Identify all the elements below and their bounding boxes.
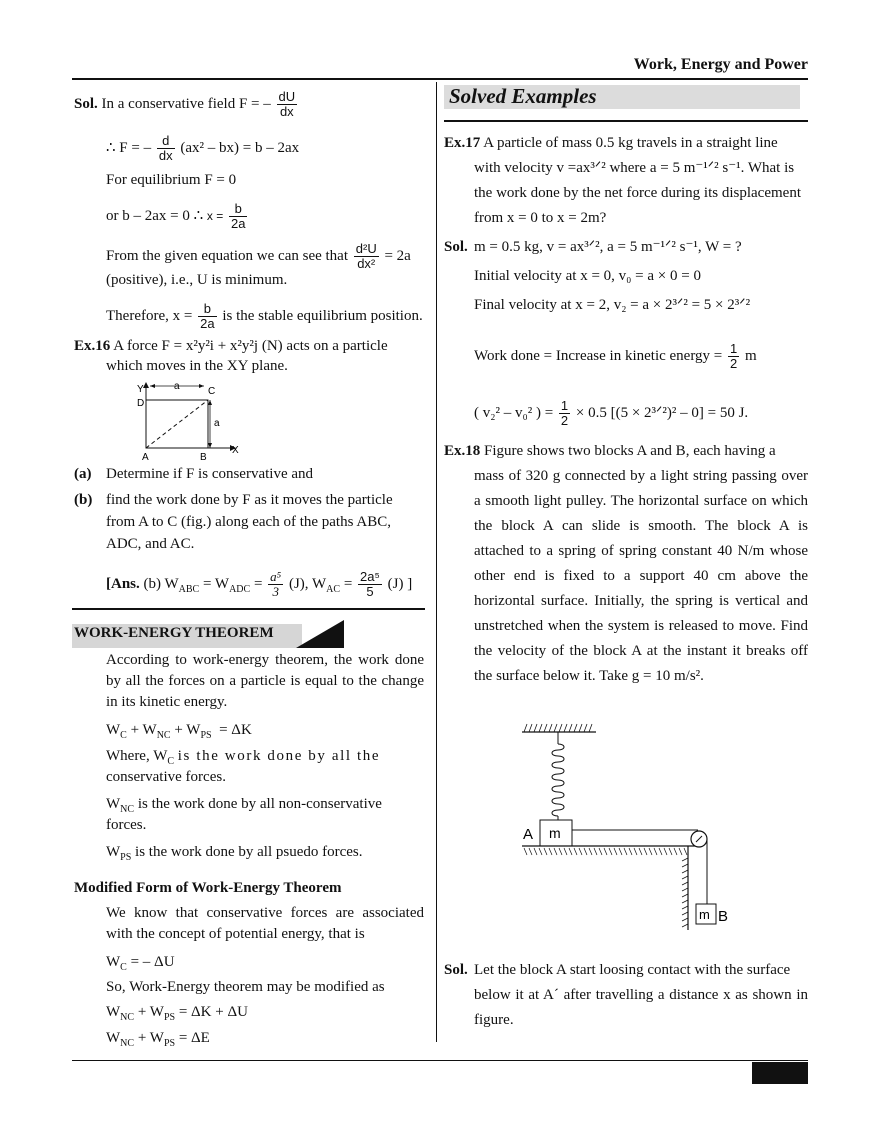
fig16-label-y: Y <box>137 384 144 395</box>
ex16-figure: Y a C D a X A B <box>137 381 239 462</box>
part-b-line3: ADC, and AC. <box>106 536 195 552</box>
modified-form-title: Modified Form of Work-Energy Theorem <box>74 880 342 896</box>
wet-title-box <box>72 624 302 648</box>
from-eq-line: From the given equation we can see that … <box>106 241 411 271</box>
eq-e-line: WNC + WPS = ΔE <box>106 1030 210 1049</box>
ex17-sol-line3: Final velocity at x = 2, v₂ = a × 2³ᐟ² =… <box>474 297 751 313</box>
solved-examples-title: Solved Examples <box>449 84 597 108</box>
fig18-block-b-mass: m <box>699 907 710 922</box>
section-rule <box>72 608 425 610</box>
fig18-label-b: B <box>718 908 728 925</box>
wet-where-line: Where, WC is the work done by all the <box>106 748 381 767</box>
solved-rule <box>444 120 808 122</box>
wet-paragraph: According to work-energy theorem, the wo… <box>106 652 424 710</box>
eq-k-u-line: WNC + WPS = ΔK + ΔU <box>106 1004 248 1023</box>
page-header-title: Work, Energy and Power <box>633 56 808 73</box>
column-divider <box>436 82 437 1042</box>
wet-section-title: WORK-ENERGY THEOREM <box>74 625 274 641</box>
ex17-sol-line1: Sol. m = 0.5 kg, v = ax³ᐟ², a = 5 m⁻¹ᐟ² … <box>444 239 742 255</box>
header-rule <box>72 78 808 80</box>
ex17-line2: with velocity v =ax³ᐟ² where a = 5 m⁻¹ᐟ²… <box>474 160 795 176</box>
ex17-line3: the work done by the net force during it… <box>474 185 801 201</box>
wps-line: WPS is the work done by all psuedo force… <box>106 844 363 863</box>
ex18-paragraph: mass of 320 g connected by a light strin… <box>474 468 808 684</box>
fig16-label-a-corner: A <box>142 452 149 462</box>
fig16-label-x: X <box>232 445 239 456</box>
ex18-figure: m A m B <box>522 723 728 930</box>
part-b-line1: (b) find the work done by F as it moves … <box>74 492 393 508</box>
wet-equation: WC + WNC + WPS = ΔK <box>106 722 252 741</box>
so-line: So, Work-Energy theorem may be modified … <box>106 979 385 995</box>
wnc-line1: WNC is the work done by all non-conserva… <box>106 796 382 815</box>
fig16-label-c: C <box>208 386 215 397</box>
ex16-line2: which moves in the XY plane. <box>106 358 288 374</box>
fig16-label-a-top: a <box>174 381 180 392</box>
ex18-line1: Ex.18 Figure shows two blocks A and B, e… <box>444 443 776 459</box>
wet-conservative-line: conservative forces. <box>106 769 226 785</box>
ex17-line4: from x = 0 to x = 2m? <box>474 210 607 226</box>
wc-du-line: WC = – ΔU <box>106 954 175 973</box>
part-a-line: (a) Determine if F is conservative and <box>74 466 314 482</box>
ex18-sol-line1: Sol. Let the block A start loosing conta… <box>444 962 791 978</box>
fig16-label-b-corner: B <box>200 452 207 462</box>
equilibrium-line: For equilibrium F = 0 <box>106 172 237 188</box>
ex17-sol-line2: Initial velocity at x = 0, v₀ = a × 0 = … <box>474 268 701 284</box>
ex17-sol-line4: Work done = Increase in kinetic energy =… <box>474 341 757 371</box>
footer-rule <box>72 1060 808 1061</box>
solved-examples-box <box>444 85 800 109</box>
wet-title-triangle <box>296 620 344 648</box>
positive-line: (positive), i.e., U is minimum. <box>106 272 288 288</box>
wnc-line2: forces. <box>106 817 147 833</box>
fig18-block-a-mass: m <box>549 825 561 841</box>
part-b-line2: from A to C (fig.) along each of the pat… <box>106 514 391 530</box>
modified-paragraph: We know that conservative forces are ass… <box>106 905 424 942</box>
fig18-label-a: A <box>523 826 533 843</box>
footer-page-box <box>752 1062 808 1084</box>
ex16-line1: Ex.16 A force F = x²y²i + x²y²j (N) acts… <box>74 338 388 354</box>
ex17-line1: Ex.17 A particle of mass 0.5 kg travels … <box>444 135 778 151</box>
fig16-label-d: D <box>137 398 144 409</box>
fig16-label-a-side: a <box>214 418 220 429</box>
ex18-sol-paragraph: below it at A´ after travelling a distan… <box>474 987 808 1028</box>
